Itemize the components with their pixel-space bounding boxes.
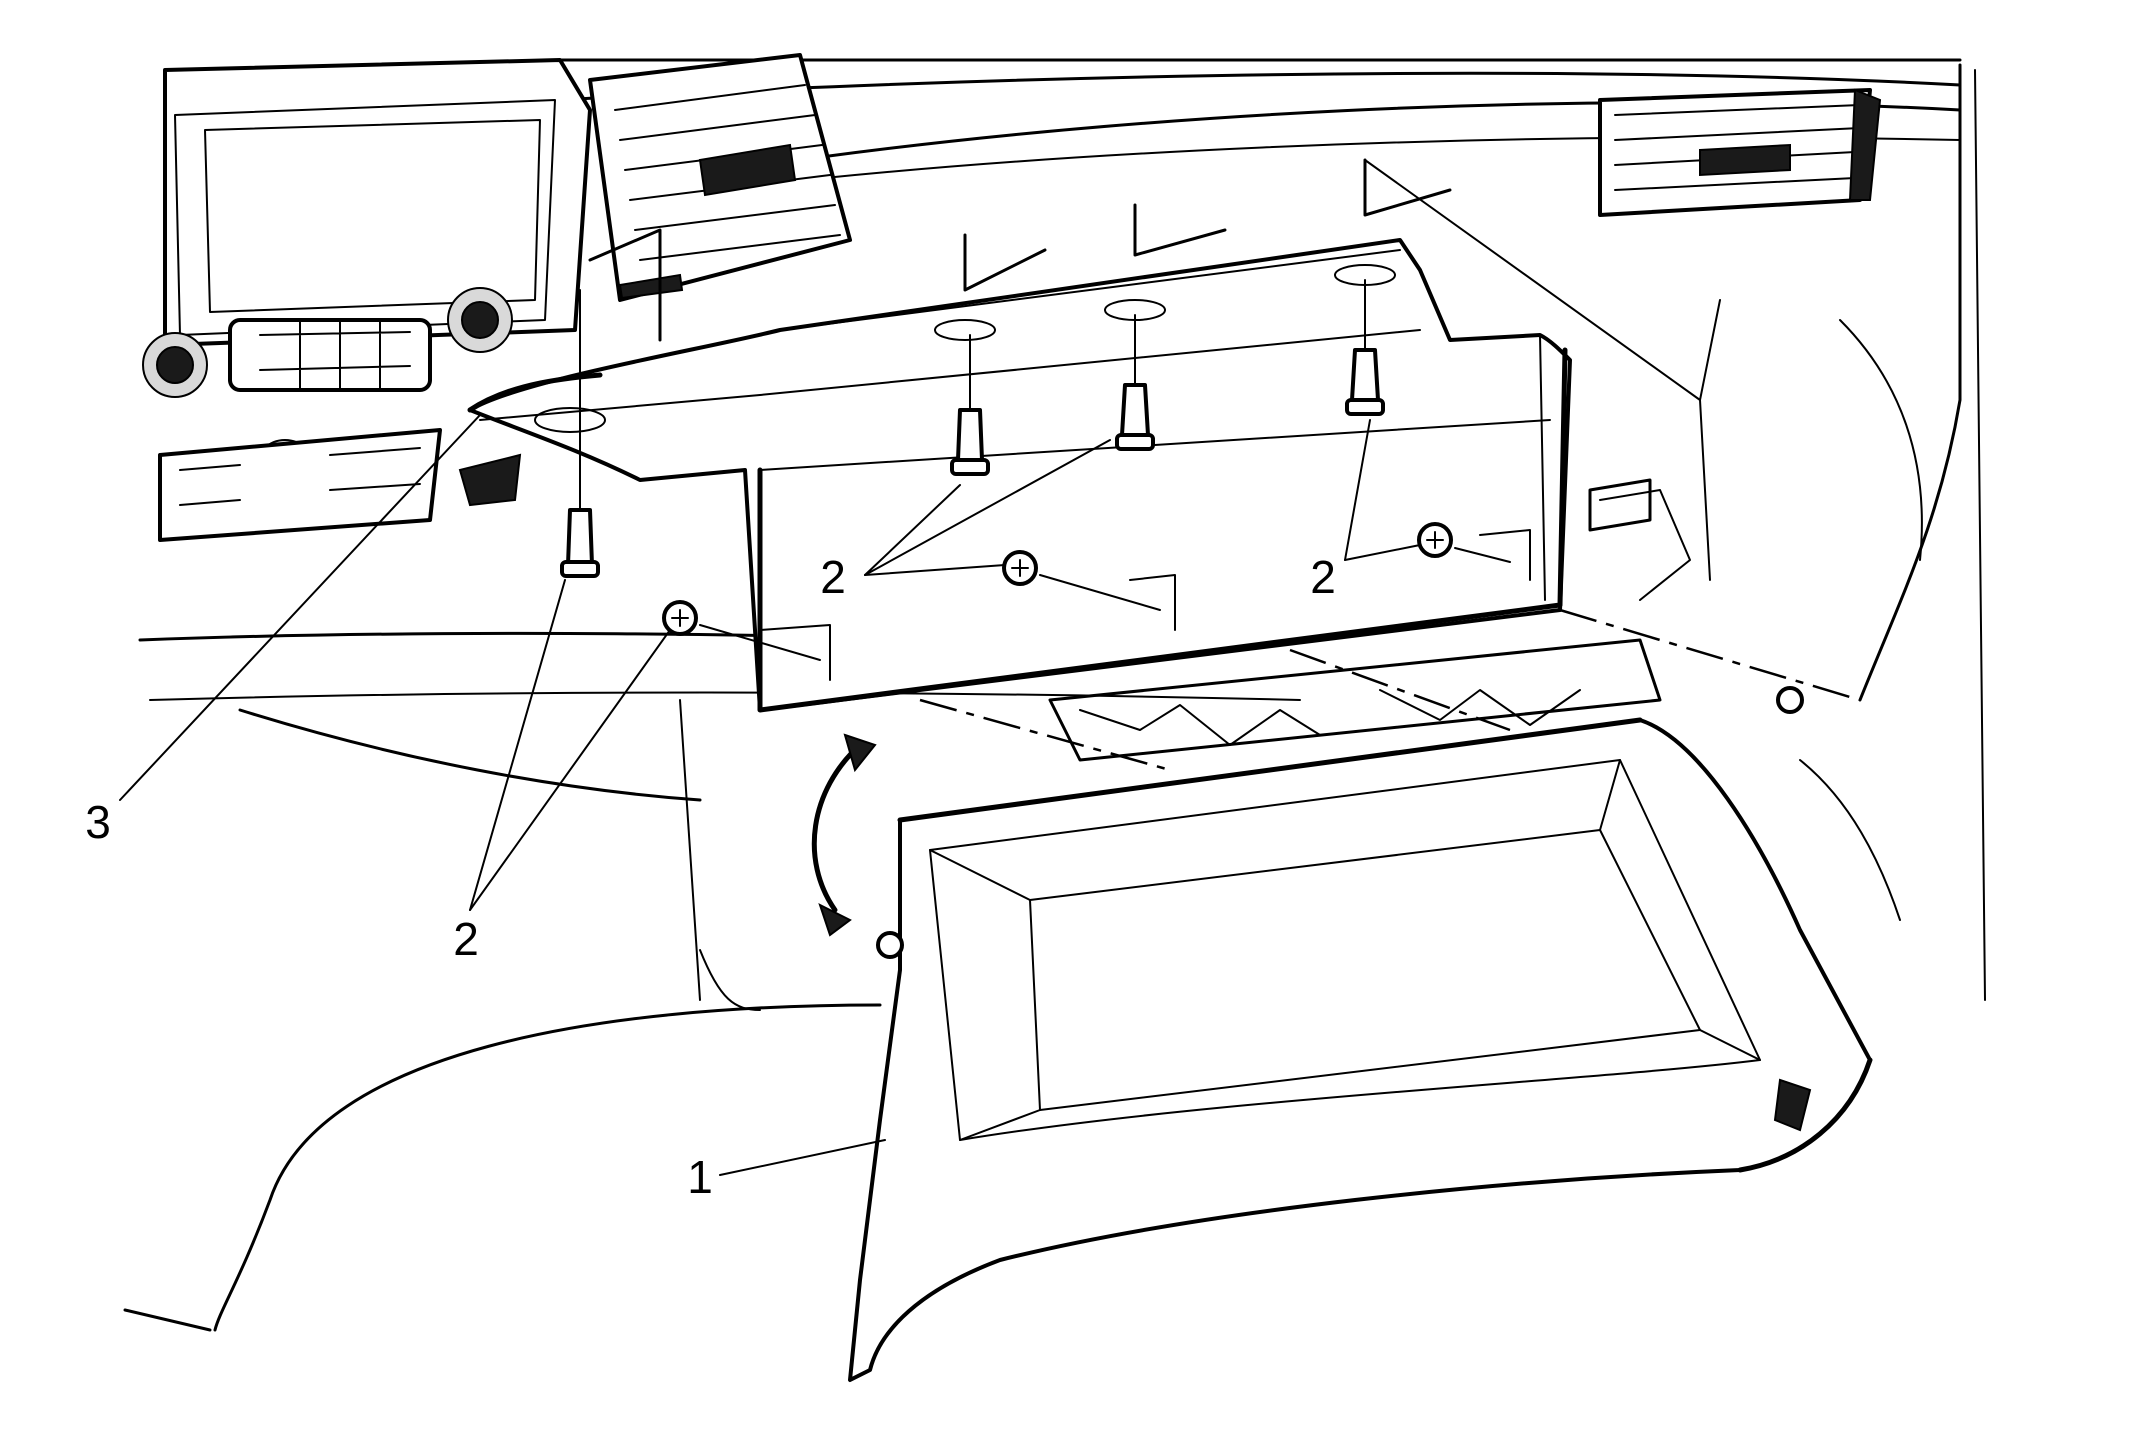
callout-2: 2 [820,551,846,603]
push-pin [560,289,600,578]
push-pin [950,334,990,476]
leader-lines [119,414,1421,1176]
alignment-lines [919,608,1861,772]
push-pin [1115,314,1155,451]
screw [1002,550,1161,611]
center-stack [142,53,852,542]
air-vent-right [1598,88,1882,217]
screw [1417,522,1511,563]
callout-2: 2 [1310,551,1336,603]
instrument-panel [123,58,1986,1332]
callout-1: 1 [687,1151,713,1203]
callout-3: 3 [85,796,111,848]
push-pin [1345,279,1385,416]
glove-box-door [848,717,1901,1382]
rotation-arrow [811,733,877,937]
glove-box-bracket [467,238,1572,713]
fasteners [560,279,1511,661]
cavity-details [1048,478,1804,762]
screw [662,600,821,661]
upper-compartment [588,158,1721,581]
callout-labels: 1 2 2 2 3 [85,551,1336,1203]
callout-2: 2 [453,913,479,965]
